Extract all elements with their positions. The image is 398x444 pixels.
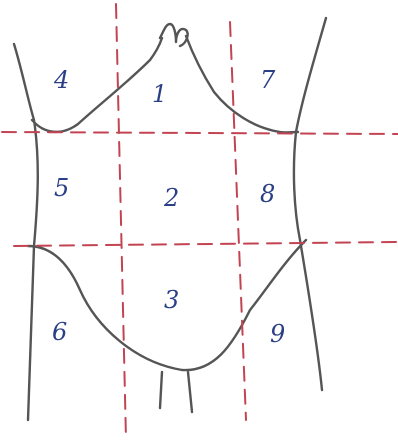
leg-line-left xyxy=(160,372,162,408)
region-label-5: 5 xyxy=(54,174,69,202)
region-label-7: 7 xyxy=(260,66,276,94)
region-label-8: 8 xyxy=(260,180,275,208)
guide-horizontal-lower xyxy=(14,242,398,246)
region-label-3: 3 xyxy=(164,286,179,314)
leg-line-right xyxy=(188,372,192,412)
neck-notch xyxy=(160,24,188,46)
guide-horizontal-upper xyxy=(2,132,398,134)
torso-left-edge xyxy=(14,44,38,420)
guide-vertical-right xyxy=(230,22,246,420)
region-label-1: 1 xyxy=(152,80,167,108)
region-label-2: 2 xyxy=(163,184,179,212)
region-label-6: 6 xyxy=(52,318,67,346)
region-label-4: 4 xyxy=(53,66,69,94)
torso-right-edge xyxy=(294,18,326,390)
region-label-9: 9 xyxy=(270,320,285,348)
guide-vertical-left xyxy=(116,4,126,440)
